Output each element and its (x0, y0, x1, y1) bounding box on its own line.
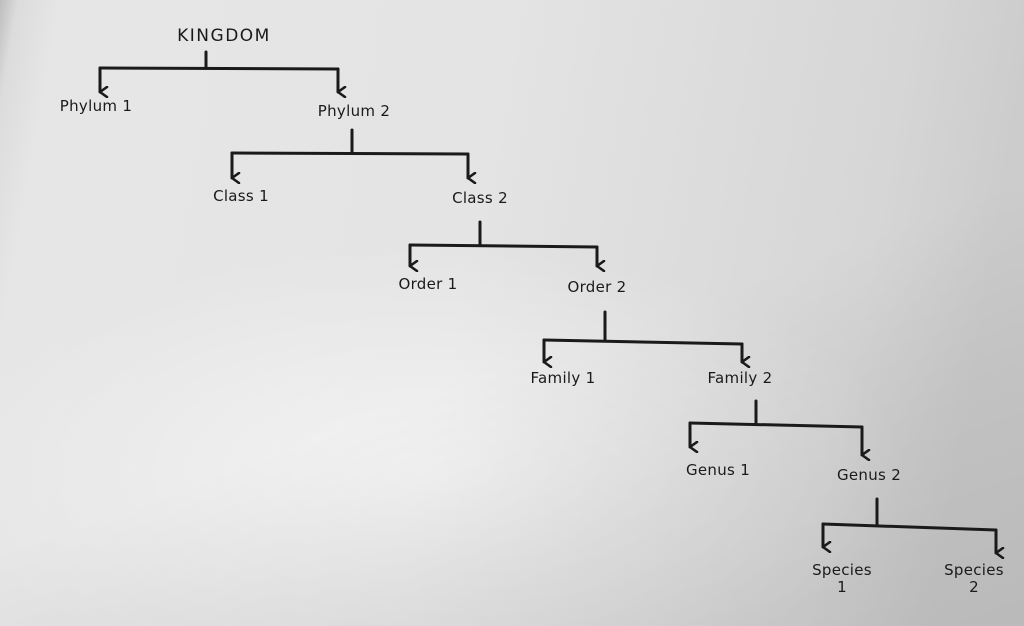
node-class-2: Class 2 (452, 189, 508, 207)
node-order-1: Order 1 (398, 275, 458, 293)
node-family-1: Family 1 (530, 369, 596, 387)
node-species-2-number: 2 (969, 578, 979, 596)
node-species-2-label: Species (944, 561, 1004, 579)
node-genus-1: Genus 1 (685, 461, 751, 479)
connector-phylum2 (230, 128, 468, 178)
connector-kingdom (98, 50, 338, 92)
connector-family2 (688, 399, 862, 455)
node-species-1-label: Species (812, 561, 872, 579)
node-class-1: Class 1 (213, 187, 269, 205)
node-species-1: Species 1 (812, 562, 872, 596)
node-kingdom: KINGDOM (177, 26, 271, 46)
connector-order2 (542, 310, 742, 362)
connector-class2 (408, 220, 597, 266)
node-phylum-2: Phylum 2 (317, 102, 391, 120)
node-species-2: Species 2 (944, 562, 1004, 596)
node-phylum-1: Phylum 1 (59, 97, 133, 115)
node-order-2: Order 2 (567, 278, 627, 296)
connector-genus2 (821, 497, 996, 553)
node-species-1-number: 1 (837, 578, 847, 596)
node-genus-2: Genus 2 (836, 466, 902, 484)
node-family-2: Family 2 (707, 369, 773, 387)
